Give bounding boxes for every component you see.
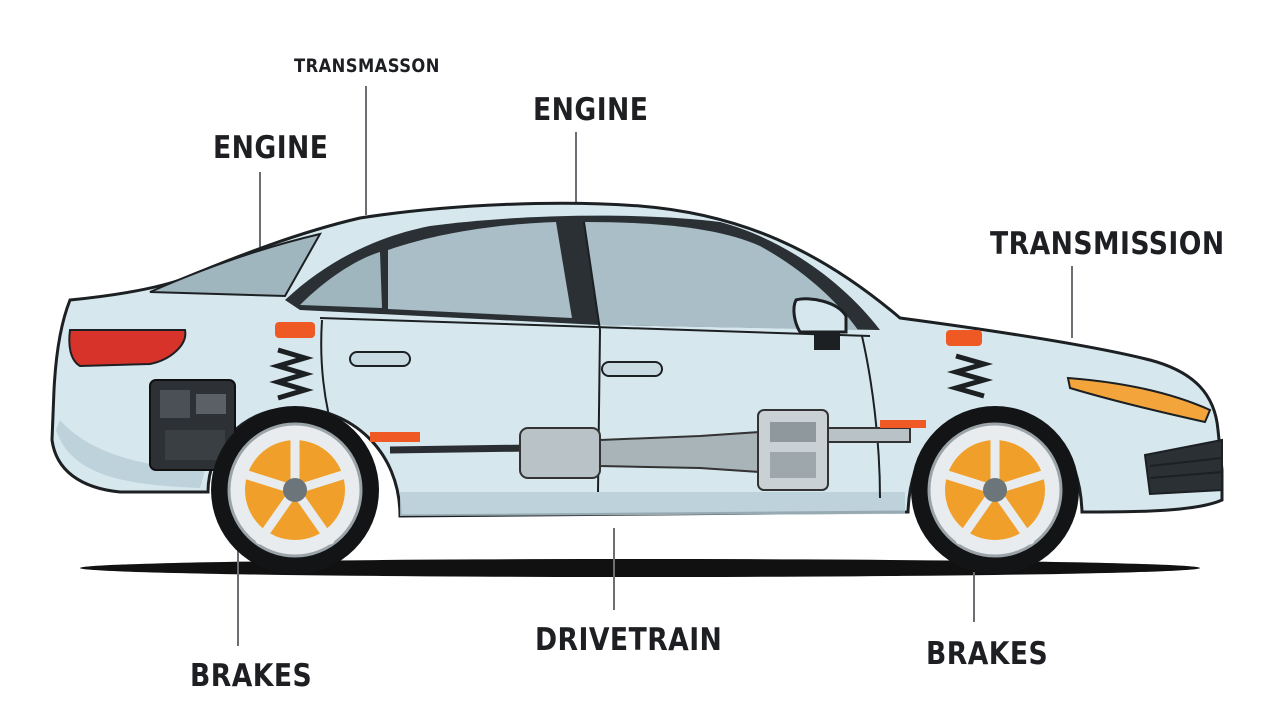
front-suspension-spring bbox=[946, 353, 994, 399]
rear-suspension-spring bbox=[269, 347, 314, 401]
ground-shadow bbox=[80, 559, 1200, 577]
rear-windshield bbox=[149, 232, 322, 298]
rear-door-handle bbox=[349, 351, 411, 367]
front-spring-mount bbox=[946, 330, 982, 346]
mirror-stalk bbox=[814, 332, 840, 350]
brakes-label-front: BRAKES bbox=[926, 636, 1049, 672]
front-door-window bbox=[584, 222, 858, 330]
side-mirror bbox=[792, 297, 848, 334]
engine-label-roof: ENGINE bbox=[533, 92, 649, 128]
transmission-label-top: TRANSMASSON bbox=[294, 55, 440, 77]
drivetrain-label: DRIVETRAIN bbox=[535, 622, 723, 658]
transmission-label-front: TRANSMISSION bbox=[990, 226, 1225, 262]
front-door-handle bbox=[601, 361, 663, 377]
rear-spring-mount bbox=[275, 322, 315, 338]
muffler bbox=[519, 427, 601, 479]
front-grille bbox=[1143, 438, 1223, 496]
drivetrain-assembly bbox=[370, 409, 926, 491]
rear-door-window bbox=[388, 222, 572, 318]
brakes-label-rear: BRAKES bbox=[190, 658, 313, 694]
front-wheel bbox=[911, 406, 1079, 574]
rocker-panel bbox=[400, 492, 905, 516]
headlight bbox=[1066, 376, 1212, 424]
rear-engine-block bbox=[149, 379, 236, 471]
tail-light bbox=[68, 329, 187, 368]
leader-lines bbox=[237, 86, 1073, 646]
rear-quarter-window bbox=[300, 252, 382, 308]
rear-wheel bbox=[211, 406, 379, 574]
engine-label-rear: ENGINE bbox=[213, 130, 329, 166]
